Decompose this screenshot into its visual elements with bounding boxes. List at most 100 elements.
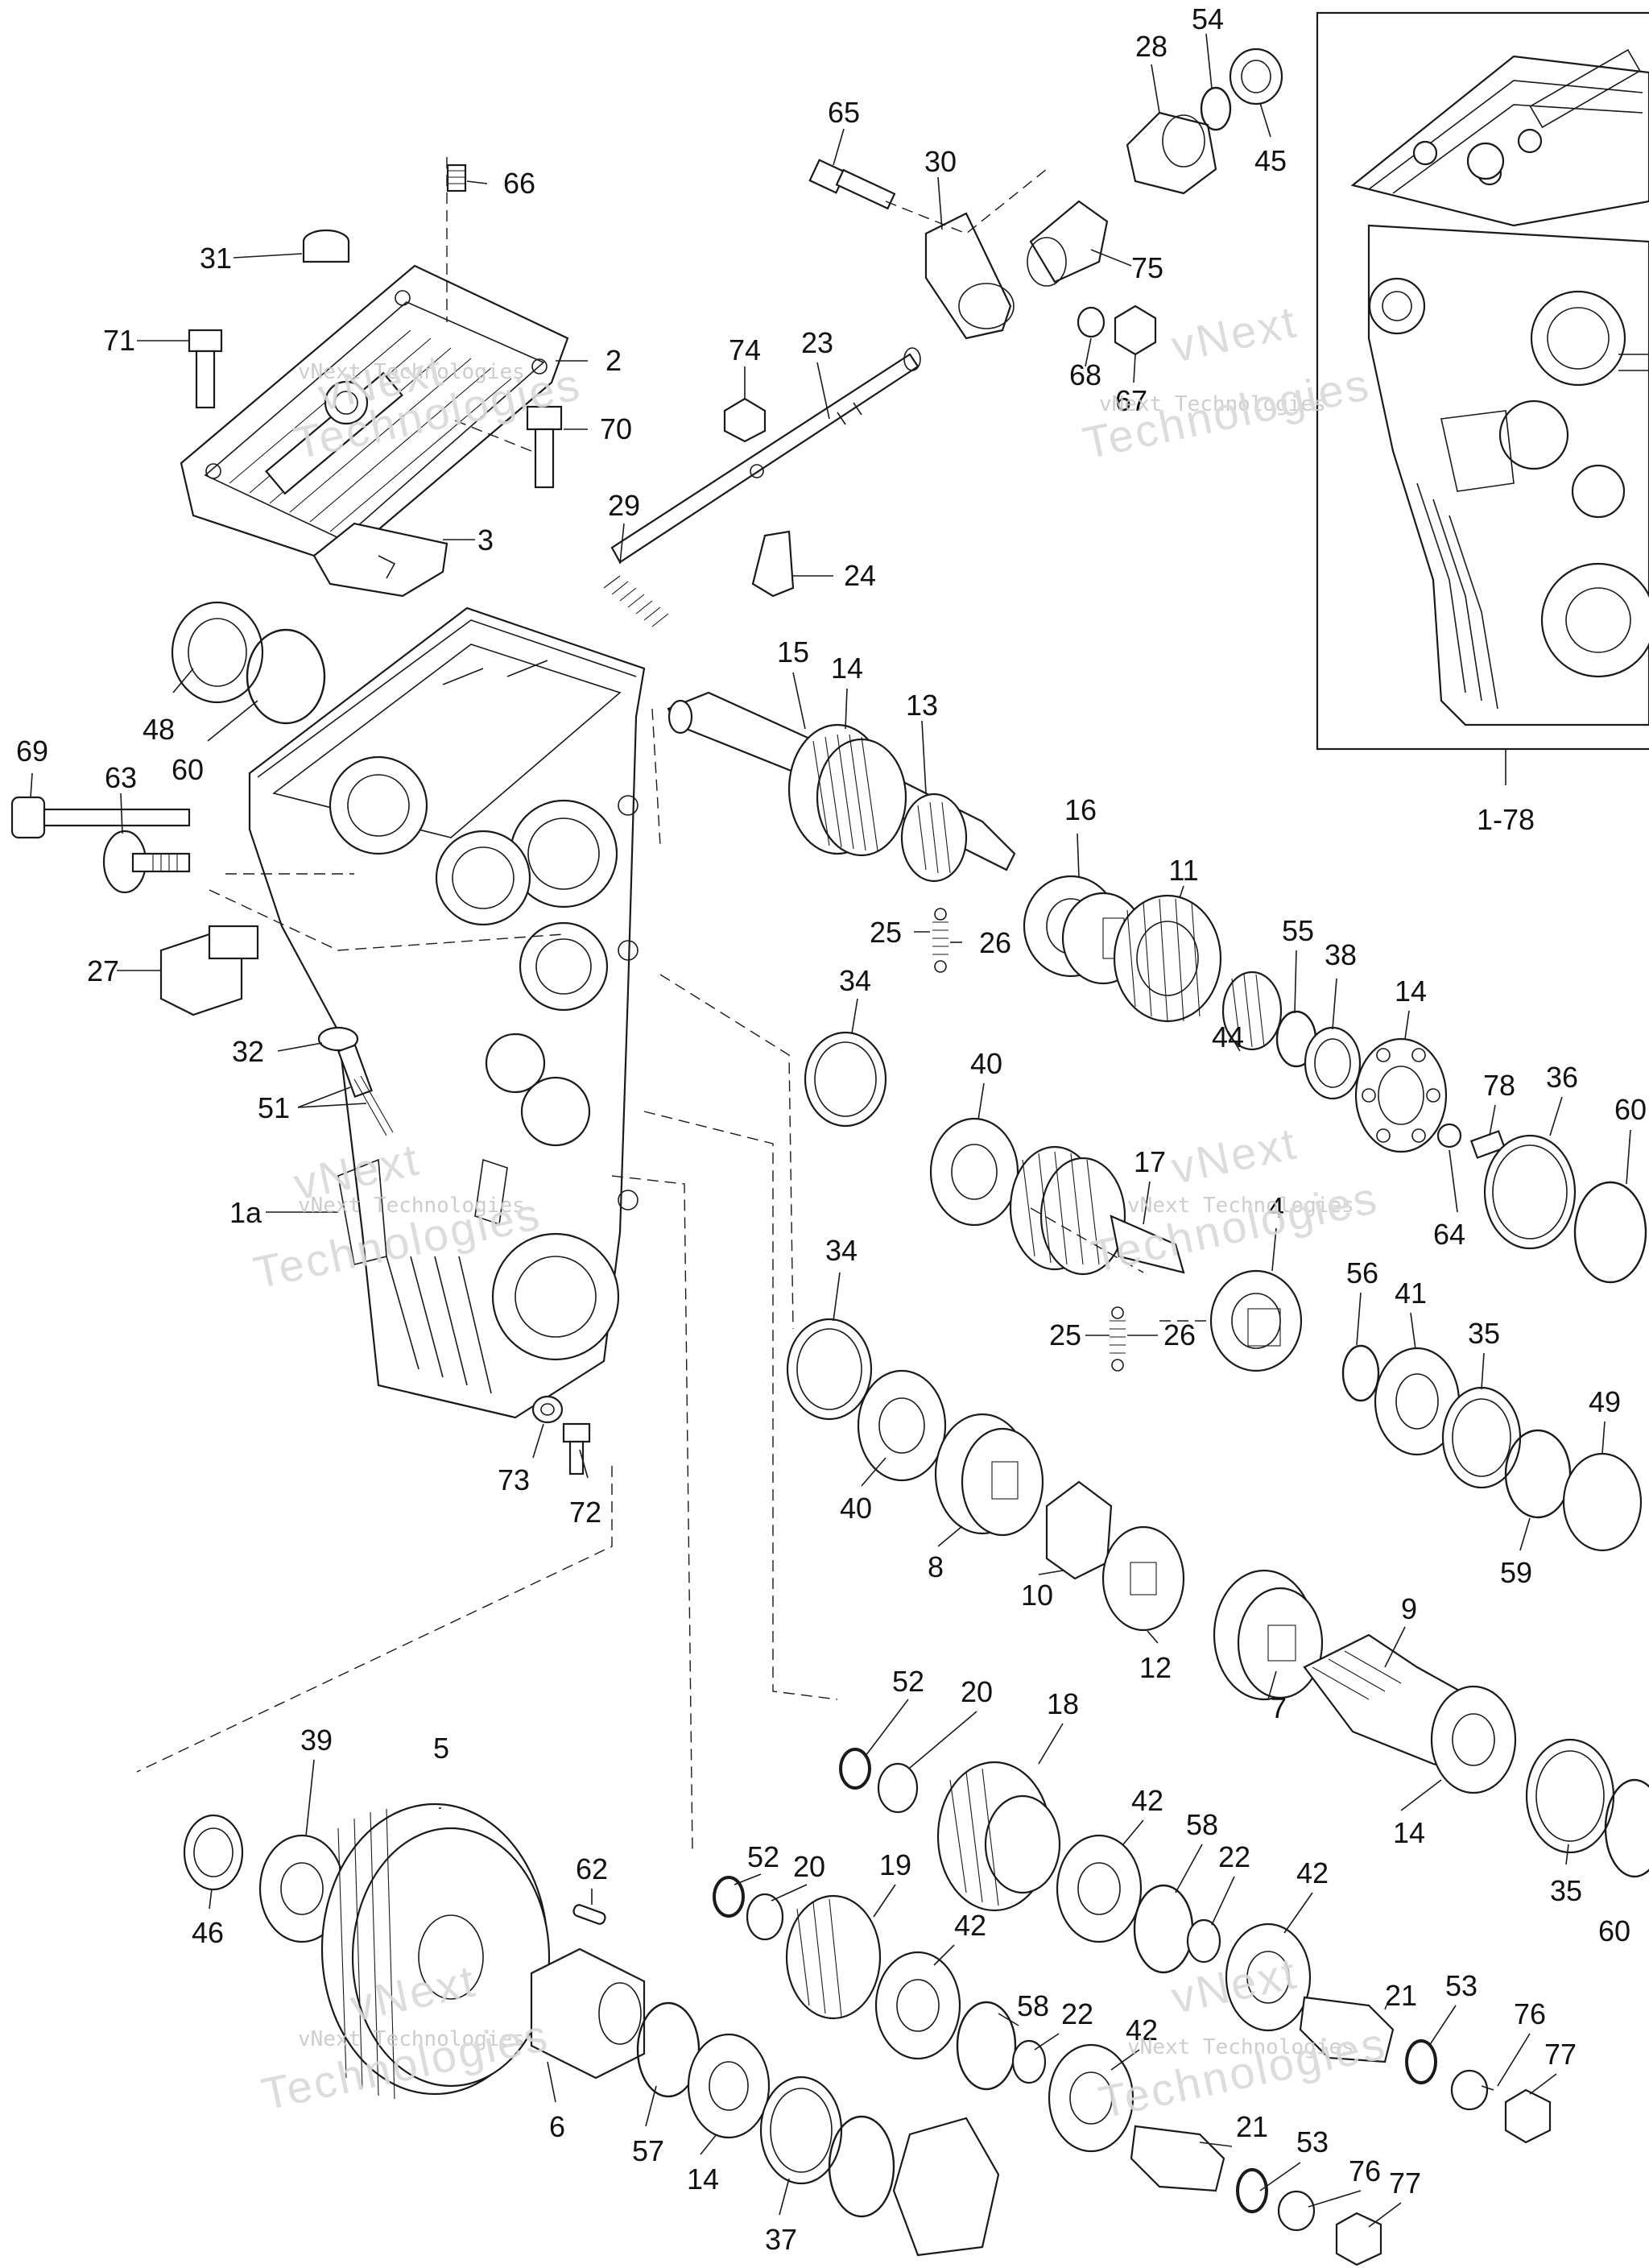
callout-10: 10 (1021, 1579, 1053, 1612)
callout-55: 55 (1282, 914, 1314, 947)
callout-23: 23 (801, 326, 833, 359)
callout-48: 48 (143, 713, 175, 746)
callout-7: 7 (1271, 1691, 1287, 1724)
callout-62: 62 (576, 1852, 608, 1885)
callout-63: 63 (105, 761, 137, 794)
callout-65: 65 (828, 96, 860, 129)
callout-8: 8 (928, 1550, 944, 1583)
callout-59: 59 (1500, 1556, 1532, 1589)
callout-42-a: 42 (1131, 1784, 1163, 1817)
callout-9: 9 (1401, 1592, 1417, 1625)
callout-32: 32 (232, 1035, 264, 1068)
callout-76-a: 76 (1514, 1997, 1546, 2030)
callout-28: 28 (1135, 30, 1168, 63)
callout-12: 12 (1139, 1651, 1172, 1684)
watermark-company-1: vNext Technologies (298, 360, 525, 384)
input-shaft-row (667, 691, 1647, 1284)
callout-26-b: 26 (1163, 1318, 1196, 1351)
watermark-company-5: vNext Technologies (298, 2027, 525, 2051)
callout-52-b: 52 (747, 1840, 779, 1873)
callout-60: 60 (172, 753, 204, 786)
callout-77-b: 77 (1389, 2167, 1421, 2200)
callout-52-a: 52 (892, 1665, 924, 1698)
callout-60-c: 60 (1598, 1914, 1630, 1947)
reverse-gear-rows (713, 1748, 1552, 2266)
callout-35-a: 35 (1468, 1317, 1500, 1350)
callout-34-b: 34 (825, 1234, 858, 1267)
callout-45: 45 (1254, 144, 1287, 177)
assembly-lines (136, 157, 1208, 1853)
callout-64: 64 (1433, 1218, 1465, 1251)
callout-53-b: 53 (1296, 2125, 1329, 2158)
callout-53-a: 53 (1445, 1969, 1477, 2002)
callout-15: 15 (777, 635, 809, 668)
callout-60-b: 60 (1614, 1093, 1647, 1126)
callout-3: 3 (477, 524, 494, 557)
callout-4: 4 (1268, 1191, 1284, 1224)
countershaft-row (804, 1031, 1643, 1552)
callout-49: 49 (1589, 1385, 1621, 1418)
callout-56: 56 (1346, 1256, 1378, 1289)
callout-41: 41 (1395, 1277, 1427, 1310)
callout-14: 14 (831, 652, 863, 685)
callout-22-a: 22 (1218, 1840, 1250, 1873)
callout-5: 5 (433, 1732, 449, 1765)
callout-14-c: 14 (1393, 1816, 1425, 1849)
callout-40-a: 40 (970, 1047, 1002, 1080)
callout-14-b: 14 (1395, 975, 1427, 1008)
callout-37: 37 (765, 2223, 797, 2256)
callout-19: 19 (879, 1848, 911, 1881)
callout-35-b: 35 (1550, 1874, 1582, 1907)
callout-21-b: 21 (1236, 2110, 1268, 2143)
callout-30: 30 (924, 145, 957, 178)
callout-46: 46 (192, 1916, 224, 1949)
callout-78: 78 (1483, 1069, 1515, 1102)
callout-25-a: 25 (870, 916, 902, 949)
callout-39: 39 (300, 1724, 333, 1757)
watermark-line1-2: vNext (1167, 296, 1302, 372)
callout-57: 57 (632, 2134, 664, 2167)
watermark-company-6: vNext Technologies (1127, 2035, 1354, 2059)
top-cover (180, 264, 569, 598)
callout-21-a: 21 (1385, 1979, 1417, 2012)
callout-34-a: 34 (839, 964, 871, 997)
callout-72: 72 (569, 1496, 601, 1529)
callout-71: 71 (103, 324, 135, 357)
watermark-company-2: vNext Technologies (1099, 392, 1326, 416)
callout-31: 31 (200, 242, 232, 275)
callout-labels: 54 28 45 65 30 66 75 31 2 71 74 23 68 67… (16, 2, 1647, 2256)
callout-76-b: 76 (1349, 2154, 1381, 2187)
callout-24: 24 (844, 559, 876, 592)
callout-17: 17 (1134, 1145, 1166, 1178)
callout-54: 54 (1192, 2, 1224, 35)
left-fasteners (10, 163, 591, 1475)
callout-38: 38 (1325, 938, 1357, 971)
callout-27: 27 (87, 954, 119, 987)
gearbox-housing (248, 606, 646, 1419)
callout-2: 2 (605, 344, 622, 377)
watermark-line1-4: vNext (1167, 1117, 1302, 1194)
callout-42-d: 42 (1126, 2013, 1158, 2047)
callout-58-a: 58 (1186, 1808, 1218, 1841)
lower-gear-row (786, 1318, 1649, 1878)
callout-1a: 1a (229, 1196, 262, 1229)
callout-26-a: 26 (979, 926, 1011, 959)
callout-18: 18 (1047, 1687, 1079, 1720)
shift-rod-assembly (603, 48, 1283, 627)
callout-66: 66 (503, 167, 535, 200)
callout-42-c: 42 (954, 1909, 986, 1942)
watermark-company-3: vNext Technologies (298, 1194, 525, 1218)
watermark-line2-4: Technologies (1086, 1172, 1382, 1282)
assembled-gearbox-inset (1316, 11, 1649, 785)
callout-67: 67 (1115, 384, 1147, 417)
callout-42-b: 42 (1296, 1856, 1329, 1889)
callout-20-b: 20 (793, 1850, 825, 1883)
callout-51: 51 (258, 1091, 290, 1124)
callout-75: 75 (1131, 251, 1163, 284)
callout-68: 68 (1069, 358, 1101, 391)
callout-36: 36 (1546, 1061, 1578, 1094)
callout-29: 29 (608, 489, 640, 522)
callout-58-b: 58 (1017, 1989, 1049, 2022)
callout-6: 6 (549, 2110, 565, 2143)
